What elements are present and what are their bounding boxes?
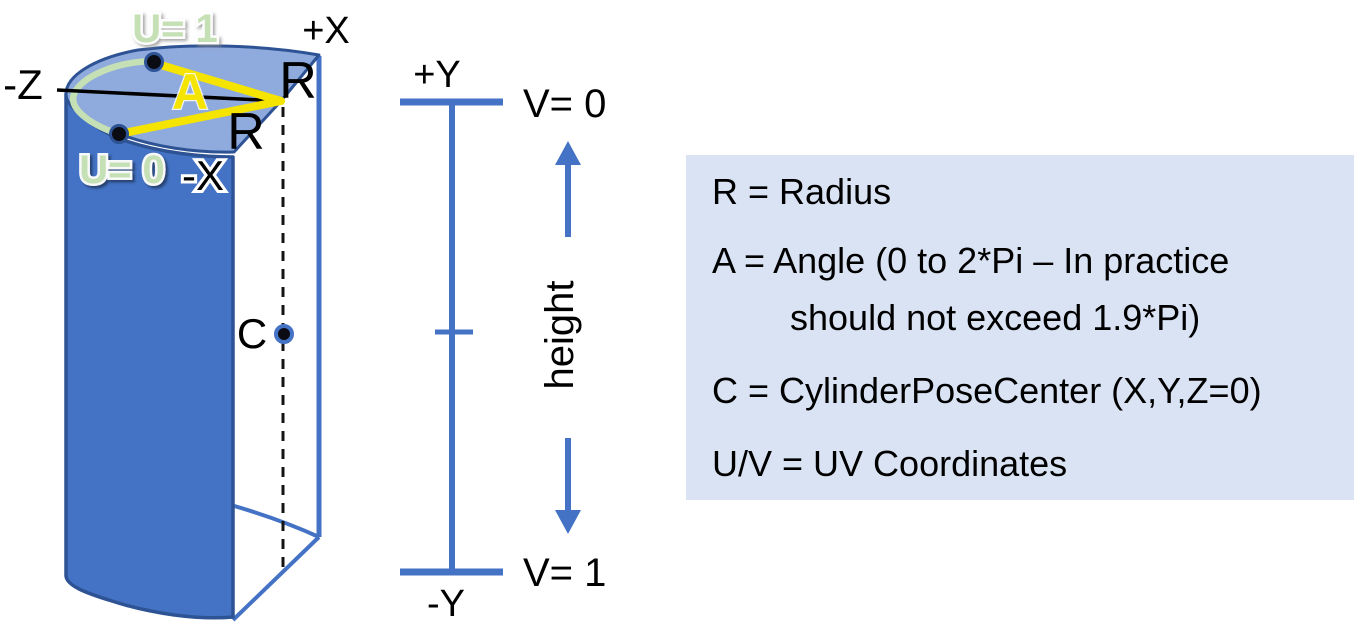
label-plus-x: +X [302, 10, 350, 52]
label-v1: V= 1 [523, 551, 606, 595]
uv-seam-arc [69, 57, 157, 138]
cylinder-bottom-cut-edge [231, 535, 321, 622]
label-plus-y: +Y [413, 54, 461, 96]
arrow-up-icon [555, 141, 581, 237]
label-radius-top: R [279, 52, 317, 110]
radius-line-u1 [150, 59, 285, 105]
label-height: height [538, 281, 582, 390]
legend-line-angle-cont: should not exceed 1.9*Pi) [790, 297, 1201, 338]
cylinder-inner-bottom-arc [230, 503, 320, 539]
minus-z-radius-line [56, 88, 282, 103]
label-radius-front: R [227, 103, 265, 161]
label-v0: V= 0 [523, 82, 606, 126]
radius-line-u0 [115, 97, 285, 138]
legend-box: R = Radius A = Angle (0 to 2*Pi – In pra… [686, 155, 1354, 500]
point-center [274, 324, 294, 344]
label-minus-y: -Y [427, 583, 465, 625]
legend-line-angle: A = Angle (0 to 2*Pi – In practice [712, 240, 1230, 281]
label-minus-x: -X [182, 152, 224, 199]
label-u0: U= 0 [79, 148, 165, 192]
label-center-c: C [237, 310, 267, 357]
point-u1 [144, 52, 164, 72]
legend-line-uv: U/V = UV Coordinates [712, 443, 1068, 484]
label-minus-z: -Z [3, 61, 43, 108]
legend-line-center: C = CylinderPoseCenter (X,Y,Z=0) [712, 370, 1262, 411]
label-u1: U= 1 [132, 7, 218, 51]
legend-line-radius: R = Radius [712, 171, 892, 212]
label-angle-a: A [172, 64, 208, 120]
cylinder-top-face [64, 44, 321, 154]
arrow-down-icon [555, 438, 581, 534]
point-u0 [109, 124, 129, 144]
